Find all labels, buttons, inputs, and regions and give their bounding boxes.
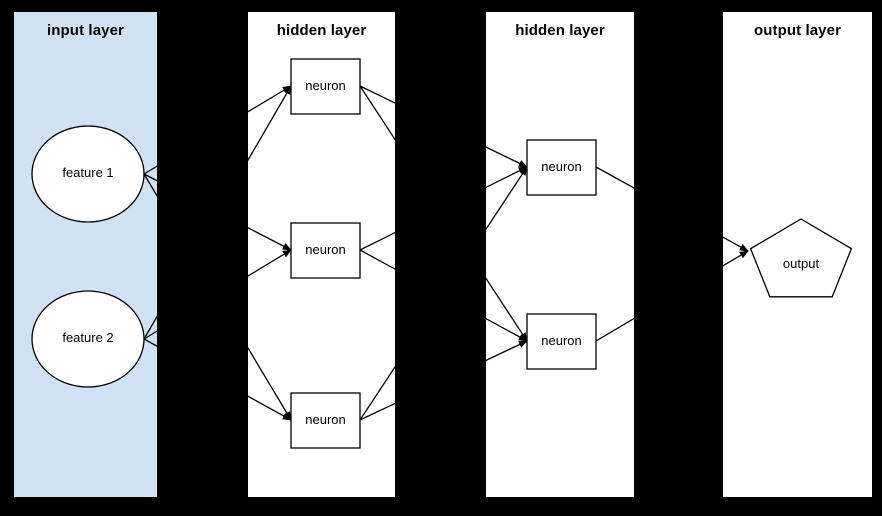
layer-panel-hidden-1: hidden layer [248,12,395,497]
layer-panel-hidden-2: hidden layer [486,12,634,497]
layer-title-hidden-1: hidden layer [276,22,367,39]
layer-title-input: input layer [47,22,124,39]
layer-panel-input: input layer [14,12,157,497]
layer-panel-output: output layer [723,12,872,497]
layer-title-hidden-2: hidden layer [515,22,605,39]
layer-title-output: output layer [753,22,842,39]
